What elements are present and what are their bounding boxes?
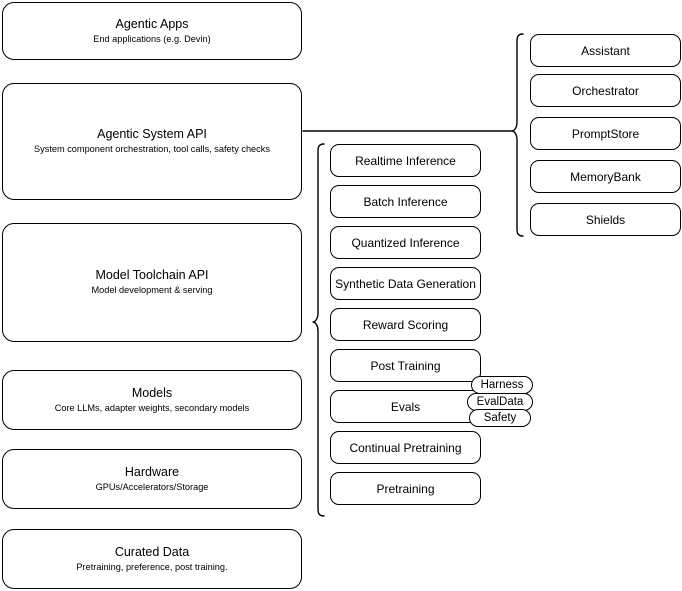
toolchain-item-post-training[interactable]: Post Training [330, 349, 481, 382]
layer-subtitle: System component orchestration, tool cal… [34, 144, 270, 154]
toolchain-item-synthetic-data-generation[interactable]: Synthetic Data Generation [330, 267, 481, 300]
system-component-memorybank[interactable]: MemoryBank [530, 160, 681, 193]
system-component-promptstore[interactable]: PromptStore [530, 117, 681, 150]
layer-title: Model Toolchain API [95, 268, 209, 282]
layer-model-toolchain-api[interactable]: Model Toolchain API Model development & … [2, 223, 302, 342]
toolchain-item-batch-inference[interactable]: Batch Inference [330, 185, 481, 218]
brace-system-components [511, 33, 524, 237]
toolchain-item-realtime-inference[interactable]: Realtime Inference [330, 144, 481, 177]
brace-toolchain-items [312, 143, 325, 517]
system-component-orchestrator[interactable]: Orchestrator [530, 74, 681, 107]
layer-subtitle: Model development & serving [91, 285, 213, 295]
layer-agentic-system-api[interactable]: Agentic System API System component orch… [2, 83, 302, 200]
layer-title: Hardware [124, 464, 180, 479]
toolchain-item-quantized-inference[interactable]: Quantized Inference [330, 226, 481, 259]
toolchain-item-continual-pretraining[interactable]: Continual Pretraining [330, 431, 481, 464]
system-component-shields[interactable]: Shields [530, 203, 681, 236]
layer-subtitle: Core LLMs, adapter weights, secondary mo… [54, 402, 250, 413]
layer-models[interactable]: Models Core LLMs, adapter weights, secon… [2, 370, 302, 430]
layer-curated-data[interactable]: Curated Data Pretraining, preference, po… [2, 529, 302, 589]
toolchain-item-reward-scoring[interactable]: Reward Scoring [330, 308, 481, 341]
eval-badge-safety[interactable]: Safety [469, 409, 531, 427]
layer-subtitle: End applications (e.g. Devin) [93, 33, 211, 44]
layer-agentic-apps[interactable]: Agentic Apps End applications (e.g. Devi… [2, 2, 302, 60]
toolchain-item-pretraining[interactable]: Pretraining [330, 472, 481, 505]
layer-subtitle: GPUs/Accelerators/Storage [95, 481, 209, 492]
layer-subtitle: Pretraining, preference, post training. [76, 561, 228, 572]
layer-title: Curated Data [114, 544, 190, 559]
system-component-assistant[interactable]: Assistant [530, 34, 681, 67]
layer-title: Agentic Apps [115, 16, 189, 31]
layer-hardware[interactable]: Hardware GPUs/Accelerators/Storage [2, 449, 302, 509]
layer-title: Models [131, 385, 173, 400]
layer-title: Agentic System API [97, 127, 207, 141]
eval-badge-harness[interactable]: Harness [471, 376, 533, 394]
toolchain-item-evals[interactable]: Evals [330, 390, 481, 423]
